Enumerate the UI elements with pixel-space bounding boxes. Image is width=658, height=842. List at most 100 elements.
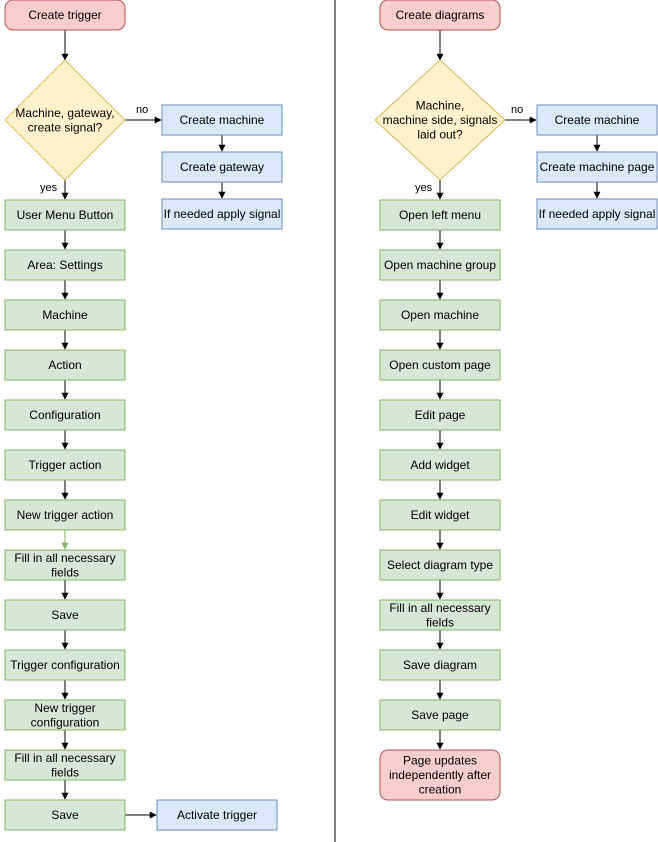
final-activate-trigger[interactable]: Activate trigger xyxy=(156,799,278,831)
decision-machine-side-signals-shape xyxy=(374,59,506,181)
left-step-13[interactable]: Save xyxy=(4,799,126,831)
right-no-step-1-label: Create machine xyxy=(555,113,640,127)
left-step-4-shape xyxy=(4,349,126,381)
right-step-10-shape xyxy=(379,649,501,681)
right-step-11-label: Save page xyxy=(411,708,469,722)
left-step-9-shape xyxy=(4,599,126,631)
left-step-1[interactable]: User Menu Button xyxy=(4,199,126,231)
left-step-13-label: Save xyxy=(51,808,79,822)
left-step-8-label: Fill in all necessary xyxy=(14,551,115,565)
left-no-step-2[interactable]: Create gateway xyxy=(161,151,283,183)
right-no-step-2[interactable]: Create machine page xyxy=(536,151,658,183)
right-step-6-shape xyxy=(379,449,501,481)
right-no-step-3-label: If needed apply signal xyxy=(539,207,656,221)
left-no-step-1[interactable]: Create machine xyxy=(161,104,283,136)
left-step-11-label: New trigger xyxy=(34,701,95,715)
start-create-trigger[interactable]: Create trigger xyxy=(4,0,126,31)
left-step-6-shape xyxy=(4,449,126,481)
left-step-7[interactable]: New trigger action xyxy=(4,499,126,531)
end-page-updates-label: independently after xyxy=(389,768,491,782)
right-step-2-shape xyxy=(379,249,501,281)
end-page-updates-label: creation xyxy=(419,783,462,797)
right-step-4-shape xyxy=(379,349,501,381)
right-step-3[interactable]: Open machine xyxy=(379,299,501,331)
right-step-4[interactable]: Open custom page xyxy=(379,349,501,381)
left-step-3-label: Machine xyxy=(42,308,88,322)
start-create-diagrams-label: Create diagrams xyxy=(396,8,485,22)
left-step-8-shape xyxy=(4,549,126,581)
right-step-9-label: fields xyxy=(426,615,454,629)
left-step-12-label: Fill in all necessary xyxy=(14,751,115,765)
label-no-right: no xyxy=(511,104,523,116)
left-step-6[interactable]: Trigger action xyxy=(4,449,126,481)
right-step-9-shape xyxy=(379,599,501,631)
left-step-5-label: Configuration xyxy=(29,408,100,422)
left-step-11-label: configuration xyxy=(31,715,100,729)
left-step-9-label: Save xyxy=(51,608,79,622)
left-step-10-label: Trigger configuration xyxy=(10,658,120,672)
left-step-11-shape xyxy=(4,699,126,731)
left-no-step-2-label: Create gateway xyxy=(180,160,264,174)
left-no-step-1-label: Create machine xyxy=(180,113,265,127)
left-step-8-label: fields xyxy=(51,565,79,579)
left-step-1-shape xyxy=(4,199,126,231)
right-no-step-1[interactable]: Create machine xyxy=(536,104,658,136)
right-no-step-2-shape xyxy=(536,151,658,183)
right-step-6[interactable]: Add widget xyxy=(379,449,501,481)
start-create-diagrams[interactable]: Create diagrams xyxy=(379,0,501,31)
final-activate-trigger-shape xyxy=(156,799,278,831)
left-no-step-3-label: If needed apply signal xyxy=(164,207,281,221)
label-no-left: no xyxy=(136,104,148,116)
right-step-2[interactable]: Open machine group xyxy=(379,249,501,281)
decision-machine-side-signals-label: Machine, xyxy=(416,99,465,113)
left-step-4-label: Action xyxy=(48,358,81,372)
right-step-1[interactable]: Open left menu xyxy=(379,199,501,231)
right-step-4-label: Open custom page xyxy=(389,358,491,372)
decision-machine-side-signals-label: laid out? xyxy=(417,128,463,142)
left-step-2[interactable]: Area: Settings xyxy=(4,249,126,281)
right-step-5[interactable]: Edit page xyxy=(379,399,501,431)
right-step-11[interactable]: Save page xyxy=(379,699,501,731)
left-step-10[interactable]: Trigger configuration xyxy=(4,649,126,681)
start-create-trigger-shape xyxy=(4,0,126,31)
left-step-3[interactable]: Machine xyxy=(4,299,126,331)
right-step-10[interactable]: Save diagram xyxy=(379,649,501,681)
left-step-3-shape xyxy=(4,299,126,331)
right-step-7[interactable]: Edit widget xyxy=(379,499,501,531)
right-step-8[interactable]: Select diagram type xyxy=(379,549,501,581)
right-step-7-shape xyxy=(379,499,501,531)
left-no-step-2-shape xyxy=(161,151,283,183)
right-step-8-label: Select diagram type xyxy=(387,558,493,572)
left-step-4[interactable]: Action xyxy=(4,349,126,381)
start-create-trigger-label: Create trigger xyxy=(28,8,101,22)
left-step-7-label: New trigger action xyxy=(17,508,114,522)
end-page-updates-label: Page updates xyxy=(403,754,477,768)
left-step-5[interactable]: Configuration xyxy=(4,399,126,431)
right-step-1-shape xyxy=(379,199,501,231)
decision-machine-gateway-signal-label: create signal? xyxy=(28,120,103,134)
right-no-step-3[interactable]: If needed apply signal xyxy=(536,198,658,230)
right-step-3-shape xyxy=(379,299,501,331)
left-step-12-label: fields xyxy=(51,765,79,779)
left-step-2-shape xyxy=(4,249,126,281)
left-no-step-1-shape xyxy=(161,104,283,136)
left-step-5-shape xyxy=(4,399,126,431)
right-step-10-label: Save diagram xyxy=(403,658,477,672)
decision-machine-gateway-signal[interactable]: Machine, gateway,create signal? xyxy=(4,59,126,181)
left-step-1-label: User Menu Button xyxy=(17,208,114,222)
right-step-1-label: Open left menu xyxy=(399,208,481,222)
right-no-step-3-shape xyxy=(536,198,658,230)
left-step-9[interactable]: Save xyxy=(4,599,126,631)
decision-machine-gateway-signal-label: Machine, gateway, xyxy=(15,106,114,120)
start-create-diagrams-shape xyxy=(379,0,501,31)
left-step-2-label: Area: Settings xyxy=(27,258,102,272)
left-no-step-3[interactable]: If needed apply signal xyxy=(161,198,283,230)
